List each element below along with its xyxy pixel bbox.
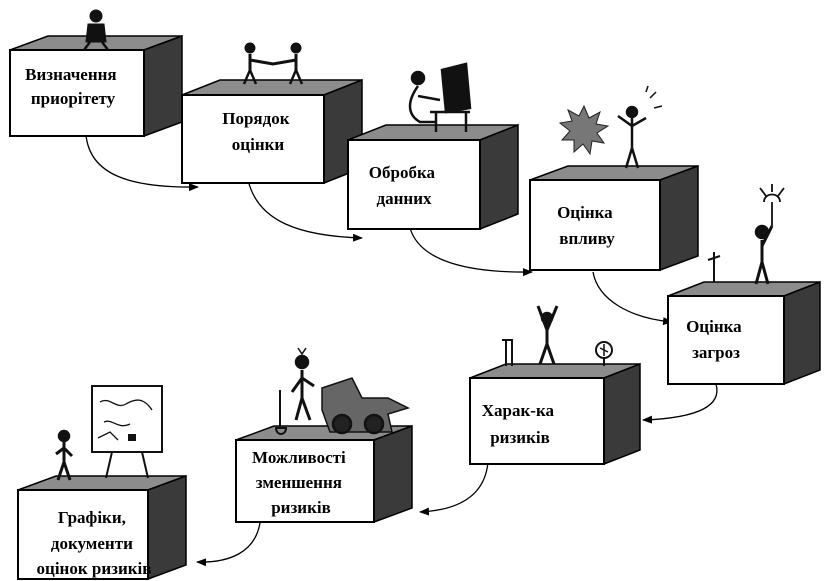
arrow-order-to-data	[247, 179, 363, 242]
step-label-reports: Графіки, документи оцінок ризиків	[37, 508, 152, 578]
step-box-order: Порядок оцінки	[181, 78, 363, 185]
figure-explosion-person	[558, 85, 663, 169]
step-box-characteristics: Харак-ка ризиків	[469, 362, 641, 466]
arrow-characteristics-to-mitigation	[419, 461, 489, 516]
step-label-threats: Оцінка загроз	[686, 317, 746, 362]
figure-person-with-lamp	[707, 184, 785, 285]
step-label-characteristics: Харак-ка ризиків	[482, 401, 558, 447]
step-label-mitigation: Можливості зменшення ризиків	[252, 448, 350, 517]
figure-person-sitting	[83, 9, 109, 51]
figure-person-arms-raised	[502, 305, 613, 366]
step-label-priority: Визначення приорітету	[25, 65, 121, 108]
arrow-data-to-impact	[409, 227, 533, 277]
step-box-impact: Оцінка впливу	[529, 164, 699, 272]
chart-board-icon	[91, 385, 163, 453]
step-box-priority: Визначення приорітету	[9, 34, 183, 138]
figure-person-with-chart	[55, 385, 163, 481]
step-label-order: Порядок оцінки	[222, 109, 294, 154]
step-box-data: Обробка данних	[347, 123, 519, 231]
arrow-threats-to-characteristics	[642, 383, 718, 424]
flow-arrows	[85, 134, 718, 567]
arrow-priority-to-order	[85, 134, 199, 192]
arrow-mitigation-to-reports	[196, 522, 261, 567]
step-label-impact: Оцінка впливу	[557, 203, 617, 248]
step-box-mitigation: Можливості зменшення ризиків	[235, 424, 413, 524]
step-label-data: Обробка данних	[369, 163, 439, 208]
arrow-impact-to-threats	[592, 271, 673, 326]
figure-handshake	[242, 42, 304, 85]
figure-bulldozer	[274, 347, 411, 435]
step-box-threats: Оцінка загроз	[667, 280, 821, 386]
step-box-reports: Графіки, документи оцінок ризиків	[17, 474, 187, 581]
figure-person-at-computer	[408, 62, 472, 132]
explosion-icon	[558, 104, 610, 156]
